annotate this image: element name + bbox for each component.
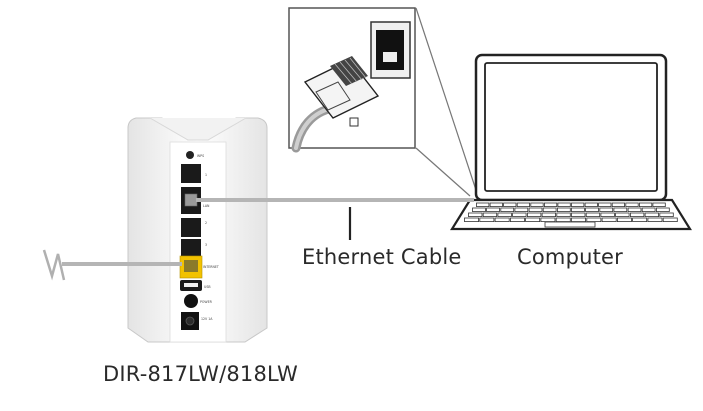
keyboard-key xyxy=(494,217,510,222)
keyboard-key xyxy=(479,217,495,222)
zoom-callout xyxy=(288,7,477,197)
keyboard-key xyxy=(516,202,531,207)
power-label: POWER xyxy=(200,300,213,304)
router-model-label: DIR-817LW/818LW xyxy=(103,362,298,386)
ethernet-cable-label: Ethernet Cable xyxy=(302,245,462,269)
keyboard-key xyxy=(557,207,571,212)
keyboard-key xyxy=(503,202,517,207)
keyboard-key xyxy=(598,202,612,207)
keyboard-key xyxy=(557,202,571,207)
dc-label: 12V 1A xyxy=(201,317,213,321)
keyboard-key xyxy=(599,207,614,212)
wps-label: WPS xyxy=(197,154,204,158)
keyboard-key xyxy=(571,207,585,212)
router-icon: WPS 1 LAN 2 3 INTERNET USB POWER 12V 1A xyxy=(127,117,268,343)
usb-label: USB xyxy=(204,285,211,289)
keyboard-key xyxy=(585,212,601,217)
keyboard-key xyxy=(468,212,483,217)
keyboard-key xyxy=(500,207,515,212)
keyboard-key xyxy=(486,207,500,212)
keyboard-key xyxy=(476,202,490,207)
keyboard-key xyxy=(625,202,639,207)
keyboard-key xyxy=(556,212,571,217)
port3-label: 3 xyxy=(205,243,207,247)
keyboard-key xyxy=(489,202,503,207)
keyboard-key xyxy=(652,202,666,207)
keyboard-key xyxy=(472,207,486,212)
keyboard-key xyxy=(482,212,498,217)
keyboard-key xyxy=(611,202,626,207)
keyboard-key xyxy=(541,212,556,217)
keyboard-key xyxy=(644,212,659,217)
keyboard-key xyxy=(464,217,480,222)
keyboard-key xyxy=(571,202,585,207)
keyboard-key xyxy=(514,207,529,212)
keyboard-key xyxy=(647,217,663,222)
port1-label: 1 xyxy=(205,173,207,177)
keyboard-key xyxy=(509,217,525,222)
rj45-plug-icon xyxy=(303,56,380,127)
ethernet-cable xyxy=(196,198,474,240)
keyboard-key xyxy=(630,212,645,217)
keyboard-key xyxy=(528,207,543,212)
keyboard-key xyxy=(641,207,656,212)
internet-label: INTERNET xyxy=(203,265,219,269)
keyboard-key xyxy=(656,207,670,212)
wan-cable xyxy=(42,249,182,281)
keyboard-key xyxy=(617,217,632,222)
keyboard-key xyxy=(542,207,557,212)
keyboard-key xyxy=(544,202,558,207)
keyboard-key xyxy=(497,212,512,217)
computer-label: Computer xyxy=(517,245,623,269)
keyboard-key xyxy=(639,202,653,207)
keyboard-key xyxy=(601,217,617,222)
keyboard-key xyxy=(600,212,615,217)
keyboard-key xyxy=(585,207,599,212)
keyboard-key xyxy=(627,207,642,212)
keyboard-key xyxy=(615,212,630,217)
keyboard-key xyxy=(530,202,544,207)
keyboard-key xyxy=(662,217,678,222)
keyboard-key xyxy=(525,217,541,222)
keyboard-key xyxy=(584,202,598,207)
keyboard-key xyxy=(632,217,648,222)
keyboard-key xyxy=(659,212,674,217)
port2-label: 2 xyxy=(205,221,207,225)
lan-label: LAN xyxy=(203,204,210,208)
keyboard-key xyxy=(571,212,586,217)
keyboard-key xyxy=(613,207,628,212)
keyboard-key xyxy=(512,212,527,217)
rj45-jack-icon xyxy=(370,21,411,79)
keyboard-key xyxy=(527,212,542,217)
laptop-icon xyxy=(450,53,692,231)
